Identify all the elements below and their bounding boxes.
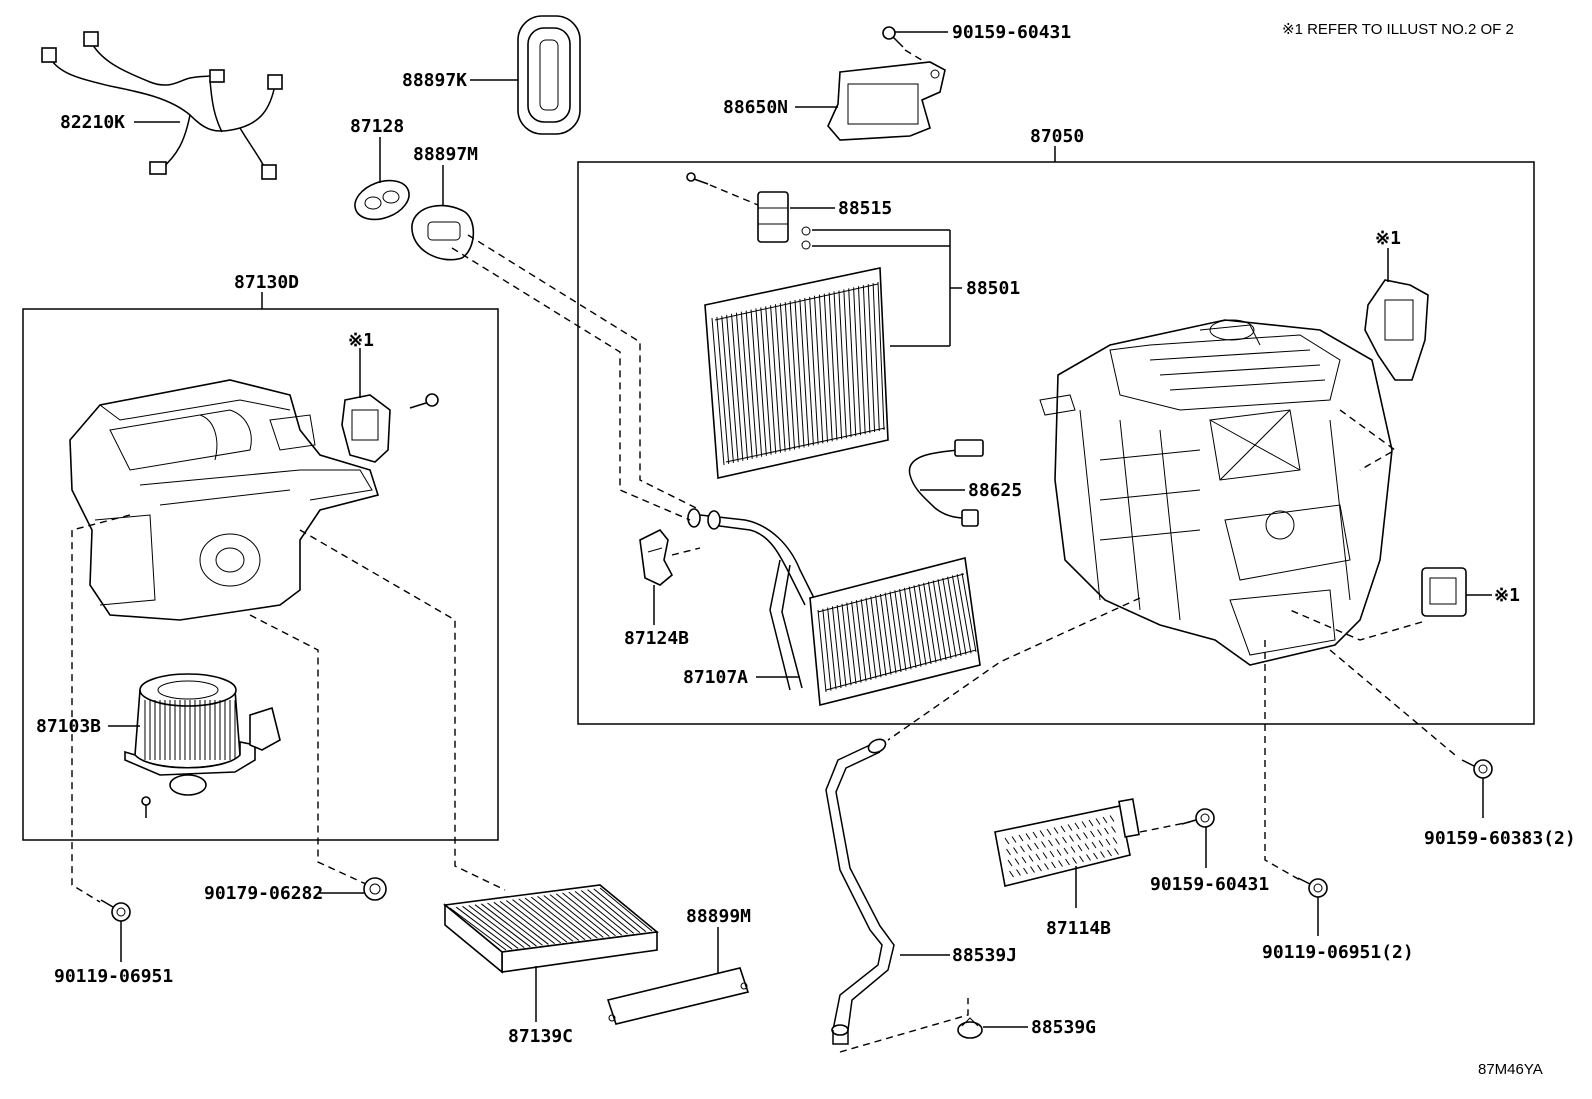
bolt-90159-60431-mid-drawing <box>1181 808 1215 828</box>
ref-blower: ※1 <box>348 330 374 351</box>
label-88897K: 88897K <box>402 70 467 91</box>
heater-case-drawing <box>1039 319 1393 666</box>
label-90179-06282: 90179-06282 <box>204 883 323 904</box>
bolt-top-drawing <box>882 26 904 48</box>
label-87124B: 87124B <box>624 628 689 649</box>
label-90119-06951: 90119-06951 <box>54 966 173 987</box>
clamp-88539g-drawing <box>957 1017 983 1039</box>
group-box-87130D <box>22 308 499 841</box>
servo-side-drawing <box>1421 567 1467 617</box>
label-90159-60431-top: 90159-60431 <box>952 22 1071 43</box>
label-87139C: 87139C <box>508 1026 573 1047</box>
label-90119-06951-2: 90119-06951(2) <box>1262 942 1414 963</box>
label-82210K: 82210K <box>60 112 125 133</box>
cover-88899m-drawing <box>606 967 750 1025</box>
heater-core-drawing <box>687 508 981 707</box>
label-88515: 88515 <box>838 198 892 219</box>
bolt-90119-06951-2-drawing <box>1297 877 1328 898</box>
clamp-87124b-drawing <box>639 528 674 586</box>
sensor-88625-drawing <box>908 439 984 527</box>
blower-case-drawing <box>69 379 380 621</box>
bracket-88650n-drawing <box>827 61 946 141</box>
label-87114B: 87114B <box>1046 918 1111 939</box>
group-label-87130D: 87130D <box>234 272 299 293</box>
label-88650N: 88650N <box>723 97 788 118</box>
ptc-heater-drawing <box>994 798 1140 887</box>
label-88539J: 88539J <box>952 945 1017 966</box>
label-90159-60431-mid: 90159-60431 <box>1150 874 1269 895</box>
grommet-87128-drawing <box>354 179 410 221</box>
wire-harness-drawing <box>41 31 283 180</box>
figure-id: 87M46YA <box>1478 1061 1543 1078</box>
grommet-88897m-drawing <box>411 204 475 261</box>
label-87128: 87128 <box>350 116 404 137</box>
evaporator-drawing <box>704 267 889 479</box>
hose-88539j-drawing <box>825 738 895 1045</box>
filter-87139c-drawing <box>443 884 659 974</box>
label-88897M: 88897M <box>413 144 478 165</box>
expansion-valve-drawing <box>757 191 789 243</box>
label-88539G: 88539G <box>1031 1017 1096 1038</box>
servo-top-drawing <box>1364 279 1429 381</box>
label-90159-60383-2: 90159-60383(2) <box>1424 828 1576 849</box>
bolt-90119-06951-drawing <box>100 899 131 922</box>
servo-blower-drawing <box>341 394 391 463</box>
group-box-87050 <box>577 161 1535 725</box>
nut-90179-06282-drawing <box>363 877 387 901</box>
grommet-88897k-drawing <box>517 15 581 135</box>
group-label-87050: 87050 <box>1030 126 1084 147</box>
bolt-90159-60383-2-drawing <box>1461 759 1493 779</box>
refer-note: ※1 REFER TO ILLUST NO.2 OF 2 <box>1282 21 1514 38</box>
blower-motor-drawing <box>124 673 281 796</box>
label-87107A: 87107A <box>683 667 748 688</box>
ref-case-top: ※1 <box>1375 228 1401 249</box>
ref-case-side: ※1 <box>1494 585 1520 606</box>
screw-motor-drawing <box>141 796 151 818</box>
label-88625: 88625 <box>968 480 1022 501</box>
label-88501: 88501 <box>966 278 1020 299</box>
bolt-88515-drawing <box>686 172 709 185</box>
screw-blower-case-drawing <box>409 393 439 409</box>
label-88899M: 88899M <box>686 906 751 927</box>
label-87103B: 87103B <box>36 716 101 737</box>
